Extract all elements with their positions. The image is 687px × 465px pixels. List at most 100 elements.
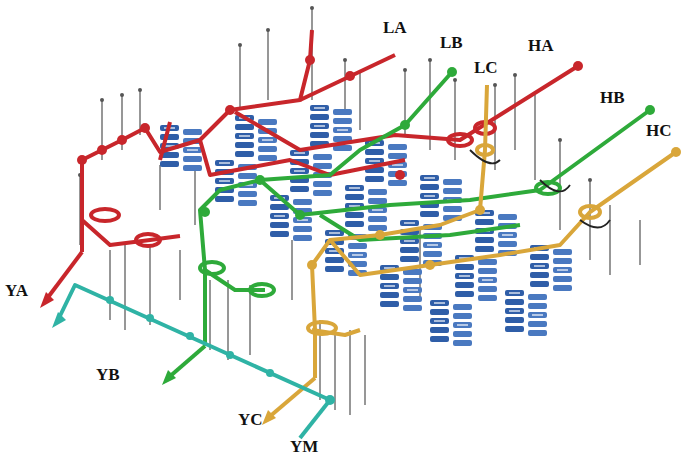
cables-piece <box>540 180 570 191</box>
red-joints-piece <box>140 123 150 133</box>
teal-busbar-piece <box>300 400 330 438</box>
rod-tips <box>78 6 592 182</box>
phase-label: HB <box>600 88 625 108</box>
support-rods-piece <box>364 335 366 405</box>
teal-joints-piece <box>325 395 335 405</box>
green-busbar-piece <box>200 72 452 346</box>
phase-label: LC <box>474 58 498 78</box>
gold-busbar-piece <box>330 152 676 275</box>
support-rods-piece <box>124 245 126 330</box>
phase-label: HA <box>528 36 554 56</box>
teal-joints-piece <box>226 351 234 359</box>
support-rods-piece <box>359 70 361 130</box>
rod-tips-piece <box>493 83 497 87</box>
green-joints-piece <box>200 207 210 217</box>
phase-label: LA <box>383 18 407 38</box>
green-joints-piece <box>295 210 305 220</box>
phase-label: YM <box>290 437 318 457</box>
gold-busbar <box>268 85 676 418</box>
support-rods-piece <box>534 95 536 180</box>
red-joints-piece <box>40 292 54 308</box>
red-busbar-piece <box>46 252 82 300</box>
red-busbar <box>46 30 578 300</box>
green-busbar-piece <box>168 346 205 378</box>
rod-tips-piece <box>120 93 124 97</box>
teal-busbar-piece <box>58 285 330 400</box>
support-rods <box>80 8 640 415</box>
green-busbar-piece <box>536 182 560 194</box>
gold-busbar-piece <box>308 322 336 334</box>
phase-label: LB <box>440 33 463 53</box>
support-rods-piece <box>344 60 346 115</box>
coil-array-piece <box>430 300 472 346</box>
gold-busbar-piece <box>580 206 600 218</box>
red-joints-piece <box>573 61 583 71</box>
support-rods-piece <box>267 30 269 100</box>
red-busbar-piece <box>448 134 472 146</box>
red-joints-piece <box>97 145 107 155</box>
phase-label: YB <box>96 365 120 385</box>
rod-tips-piece <box>403 68 407 72</box>
rod-tips-piece <box>238 43 242 47</box>
gold-joints-piece <box>425 260 435 270</box>
green-joints-piece <box>400 120 410 130</box>
teal-joints-piece <box>186 332 194 340</box>
gold-joints-piece <box>671 147 681 157</box>
red-joints-piece <box>345 71 355 81</box>
green-busbar-piece <box>260 110 650 215</box>
support-rods-piece <box>159 165 161 210</box>
teal-joints-piece <box>146 314 154 322</box>
teal-joints <box>52 296 335 405</box>
rod-tips-piece <box>138 88 142 92</box>
rod-tips-piece <box>310 6 314 10</box>
gold-joints-piece <box>375 230 385 240</box>
phase-label: YA <box>5 281 28 301</box>
gold-busbar-piece <box>477 145 493 155</box>
coil-array-piece <box>235 115 277 161</box>
teal-joints-piece <box>52 312 66 328</box>
support-rods-piece <box>334 325 336 410</box>
rod-tips-piece <box>428 58 432 62</box>
rod-tips-piece <box>100 98 104 102</box>
rod-tips-piece <box>453 78 457 82</box>
cables <box>470 150 610 228</box>
coil-array-piece <box>505 290 547 336</box>
green-busbar-piece <box>250 284 274 296</box>
red-joints-piece <box>395 170 405 180</box>
rod-tips-piece <box>266 28 270 32</box>
green-joints-piece <box>447 67 457 77</box>
red-joints-piece <box>305 55 315 65</box>
green-joints <box>162 67 655 385</box>
support-rods-piece <box>639 220 641 265</box>
red-busbar-piece <box>82 220 180 245</box>
support-rods-piece <box>209 280 211 350</box>
cables-piece <box>470 150 500 163</box>
support-rods-piece <box>609 205 611 275</box>
gold-joints-piece <box>262 410 276 425</box>
support-rods-piece <box>349 330 351 415</box>
gold-joints-piece <box>307 260 317 270</box>
rod-tips-piece <box>588 178 592 182</box>
green-joints-piece <box>255 175 265 185</box>
phase-label: YC <box>238 410 263 430</box>
cables-piece <box>580 220 610 228</box>
rod-tips-piece <box>558 138 562 142</box>
phase-label: HC <box>646 121 672 141</box>
rod-tips-piece <box>343 58 347 62</box>
red-busbar-piece <box>82 30 312 252</box>
support-rods-piece <box>514 75 516 150</box>
red-busbar-piece <box>91 209 119 221</box>
support-rods-piece <box>109 250 111 320</box>
red-joints-piece <box>225 105 235 115</box>
coil-array-piece <box>270 195 312 241</box>
teal-joints-piece <box>266 369 274 377</box>
support-rods-piece <box>149 245 151 325</box>
support-rods-piece <box>249 285 251 355</box>
gold-busbar-piece <box>312 85 487 378</box>
gold-joints-piece <box>475 205 485 215</box>
gold-joints <box>262 147 681 425</box>
teal-busbar <box>58 285 330 438</box>
red-joints-piece <box>77 155 87 165</box>
